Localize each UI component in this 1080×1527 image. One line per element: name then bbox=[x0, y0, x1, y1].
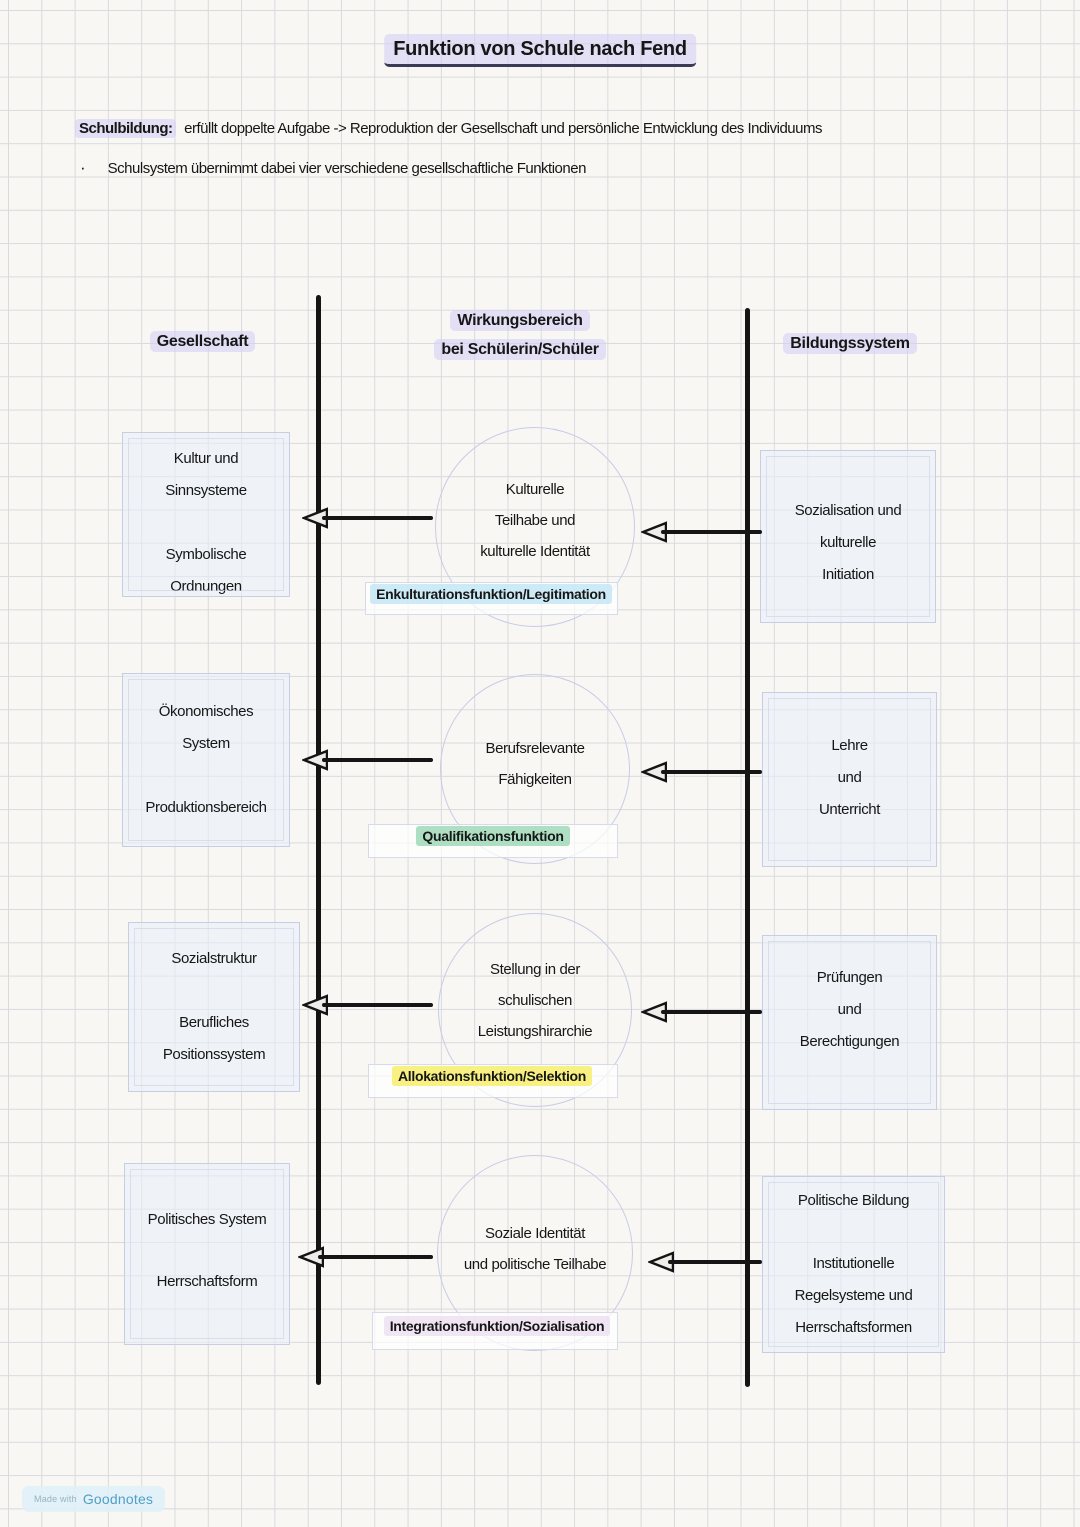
effect-circle-row2: Berufsrelevante Fähigkeiten bbox=[440, 674, 630, 864]
system-box-line: Initiation bbox=[822, 566, 874, 583]
system-box-row3: Prüfungen und Berechtigungen bbox=[762, 935, 937, 1110]
function-label-row3: Allokationsfunktion/Selektion bbox=[322, 1066, 662, 1086]
arrow-circle-to-society-row3 bbox=[302, 993, 433, 1017]
page-title: Funktion von Schule nach Fend bbox=[384, 34, 696, 67]
column-header-impact: Wirkungsbereich bei Schülerin/Schüler bbox=[420, 306, 620, 364]
society-box-line: Ordnungen bbox=[170, 578, 242, 595]
arrow-circle-to-society-row2 bbox=[302, 748, 433, 772]
function-label-row2: Qualifikationsfunktion bbox=[323, 826, 663, 846]
society-box-line: Sozialstruktur bbox=[171, 950, 257, 967]
made-with-text: Made with bbox=[34, 1494, 77, 1504]
society-box-line: Herrschaftsform bbox=[156, 1273, 258, 1290]
arrow-circle-to-society-row4 bbox=[298, 1245, 433, 1269]
system-box-line: Unterricht bbox=[818, 801, 881, 818]
function-label-row4: Integrationsfunktion/Sozialisation bbox=[327, 1316, 667, 1336]
goodnotes-badge: Made with Goodnotes bbox=[22, 1486, 166, 1512]
system-box-line: Herrschaftsformen bbox=[795, 1319, 912, 1336]
system-box-line: Sozialisation und bbox=[794, 502, 902, 519]
society-box-line: Symbolische bbox=[165, 546, 247, 563]
effect-circle-row3: Stellung in der schulischen Leistungshir… bbox=[438, 913, 632, 1107]
circle-line: Fähigkeiten bbox=[498, 771, 572, 788]
circle-line: Teilhabe und bbox=[494, 511, 576, 529]
effect-circle-row1: Kulturelle Teilhabe und kulturelle Ident… bbox=[435, 427, 635, 627]
system-box-row1: Sozialisation und kulturelle Initiation bbox=[760, 450, 936, 623]
impact-header-line1: Wirkungsbereich bbox=[450, 310, 590, 331]
system-box-line: und bbox=[837, 769, 862, 786]
impact-header-line2: bei Schülerin/Schüler bbox=[434, 339, 606, 360]
arrow-system-to-circle-row1 bbox=[641, 520, 762, 544]
society-box-line: Politisches System bbox=[147, 1211, 267, 1228]
circle-line: Soziale Identität bbox=[485, 1225, 585, 1242]
system-box-row4: Politische Bildung Institutionelle Regel… bbox=[762, 1176, 945, 1353]
society-box-line: Sinnsysteme bbox=[165, 482, 247, 499]
system-box-line: Prüfungen bbox=[816, 969, 883, 986]
society-box-row1: Kultur und Sinnsysteme Symbolische Ordnu… bbox=[122, 432, 290, 597]
society-box-line: Produktionsbereich bbox=[145, 799, 267, 816]
system-box-line: Regelsysteme und bbox=[794, 1287, 913, 1304]
system-box-line: Lehre bbox=[831, 737, 868, 754]
society-box-line: Positionssystem bbox=[162, 1046, 266, 1063]
divider-left bbox=[316, 295, 321, 1385]
intro-label: Schulbildung: bbox=[75, 119, 177, 138]
column-header-society: Gesellschaft bbox=[135, 327, 270, 356]
arrow-system-to-circle-row2 bbox=[641, 760, 762, 784]
circle-line: Leistungshirarchie bbox=[477, 1022, 593, 1040]
system-box-line: Politische Bildung bbox=[797, 1192, 910, 1209]
system-box-line: und bbox=[837, 1001, 862, 1018]
intro-text: erfüllt doppelte Aufgabe -> Reproduktion… bbox=[184, 120, 822, 137]
circle-line: kulturelle Identität bbox=[480, 542, 590, 560]
circle-line: Berufsrelevante bbox=[485, 740, 585, 757]
function-label-row1: Enkulturationsfunktion/Legitimation bbox=[321, 584, 661, 604]
society-box-line: System bbox=[182, 735, 230, 752]
goodnotes-logo-text: Goodnotes bbox=[82, 1491, 154, 1507]
effect-circle-row4: Soziale Identität und politische Teilhab… bbox=[437, 1155, 633, 1351]
arrow-system-to-circle-row4 bbox=[648, 1250, 762, 1274]
intro-line: Schulbildung: erfüllt doppelte Aufgabe -… bbox=[75, 119, 822, 138]
society-box-line: Ökonomisches bbox=[158, 703, 254, 720]
circle-line: Kulturelle bbox=[505, 480, 565, 498]
column-header-education: Bildungssystem bbox=[770, 329, 930, 358]
society-box-row4: Politisches System Herrschaftsform bbox=[124, 1163, 290, 1345]
system-box-line: kulturelle bbox=[819, 534, 877, 551]
circle-line: Stellung in der bbox=[490, 960, 580, 978]
system-box-row2: Lehre und Unterricht bbox=[762, 692, 937, 867]
system-box-line: Institutionelle bbox=[812, 1255, 895, 1272]
bullet-line: · Schulsystem übernimmt dabei vier versc… bbox=[80, 158, 586, 178]
arrow-system-to-circle-row3 bbox=[641, 1000, 762, 1024]
society-box-row3: Sozialstruktur Berufliches Positionssyst… bbox=[128, 922, 300, 1092]
circle-line: schulischen bbox=[498, 991, 572, 1009]
circle-line: und politische Teilhabe bbox=[463, 1256, 607, 1273]
society-box-row2: Ökonomisches System Produktionsbereich bbox=[122, 673, 290, 847]
system-box-line: Berechtigungen bbox=[799, 1033, 900, 1050]
society-box-line: Berufliches bbox=[179, 1014, 249, 1031]
arrow-circle-to-society-row1 bbox=[302, 506, 433, 530]
divider-right bbox=[745, 308, 750, 1387]
bullet-dot: · bbox=[80, 158, 86, 177]
society-box-line: Kultur und bbox=[173, 450, 239, 467]
bullet-text: Schulsystem übernimmt dabei vier verschi… bbox=[107, 160, 587, 177]
